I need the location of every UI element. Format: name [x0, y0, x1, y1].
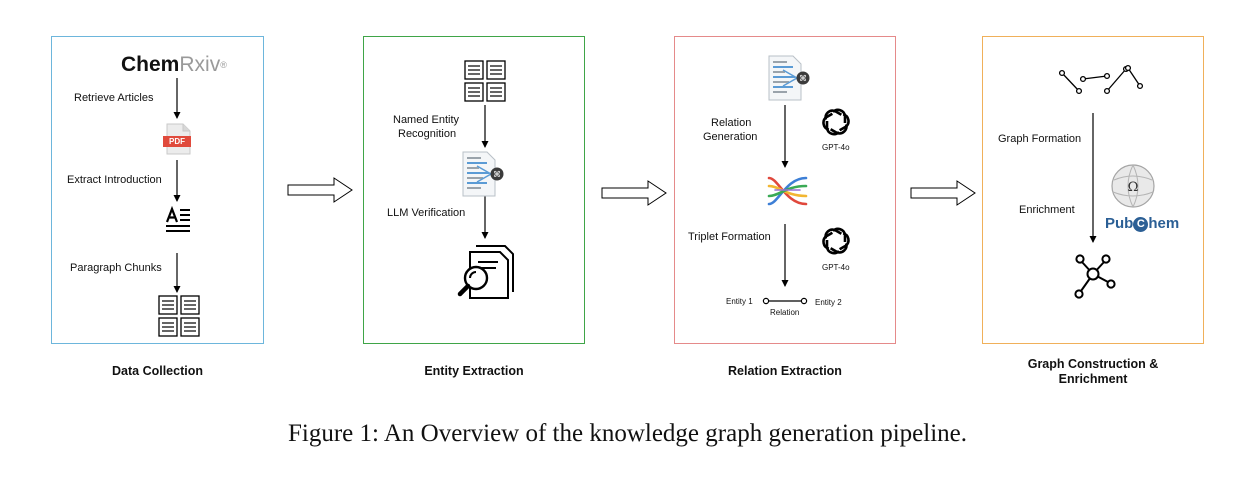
pubchem-logo-left: Pub — [1105, 215, 1134, 232]
document-grid-icon — [158, 295, 200, 337]
pdf-label: PDF — [169, 137, 185, 146]
model-label-gpt4o: GPT-4o — [822, 263, 850, 272]
relation-edge — [762, 297, 808, 305]
pubchem-logo-right: hem — [1148, 215, 1180, 232]
step-enrichment: Enrichment — [1019, 204, 1075, 216]
step-extract-introduction: Extract Introduction — [67, 174, 162, 186]
ai-document-icon — [768, 55, 811, 101]
network-graph-icon — [1074, 254, 1116, 299]
step-recognition: Recognition — [398, 128, 457, 140]
pdf-icon — [163, 123, 191, 155]
step-named-entity: Named Entity — [393, 114, 460, 126]
chemrxiv-logo-light: Rxiv — [179, 53, 221, 76]
openai-logo-icon — [819, 225, 853, 257]
dna-strand-icon — [767, 176, 808, 206]
step-generation: Generation — [703, 131, 758, 143]
model-label-gpt4o: GPT-4o — [822, 143, 850, 152]
panel-title-line-2: Enrichment — [1058, 372, 1128, 386]
panel-data-collection — [51, 36, 264, 344]
step-graph-formation: Graph Formation — [998, 133, 1082, 145]
graph-edges-icon — [1058, 64, 1144, 95]
step-triplet-formation: Triplet Formation — [688, 231, 771, 243]
step-llm-verification: LLM Verification — [387, 207, 466, 219]
document-search-icon — [457, 245, 514, 299]
panel-title-graph-construction: Graph Construction & Enrichment — [982, 357, 1204, 387]
ai-document-icon — [462, 151, 505, 197]
chemrxiv-logo: ChemRxiv® — [121, 52, 227, 78]
entity-1-label: Entity 1 — [726, 297, 753, 306]
step-retrieve-articles: Retrieve Articles — [74, 92, 154, 104]
relation-label: Relation — [770, 308, 800, 317]
chemrxiv-logo-mark: ® — [220, 60, 227, 70]
text-format-icon — [165, 205, 190, 232]
panel-title-relation-extraction: Relation Extraction — [728, 364, 842, 378]
panel-title-data-collection: Data Collection — [112, 364, 203, 378]
entity-2-label: Entity 2 — [815, 298, 842, 307]
document-grid-icon — [464, 60, 506, 102]
panel-title-entity-extraction: Entity Extraction — [424, 364, 524, 378]
step-paragraph-chunks: Paragraph Chunks — [70, 262, 162, 274]
wikipedia-globe-icon: Ω — [1111, 164, 1155, 208]
step-relation: Relation — [711, 117, 752, 129]
hollow-arrow-icon — [287, 177, 353, 203]
chemrxiv-logo-bold: Chem — [121, 53, 180, 76]
openai-logo-icon — [819, 106, 853, 138]
panel-title-line-1: Graph Construction & — [1027, 357, 1159, 371]
figure-caption: Figure 1: An Overview of the knowledge g… — [288, 420, 967, 447]
hollow-arrow-icon — [601, 180, 667, 206]
hollow-arrow-icon — [910, 180, 976, 206]
svg-text:Ω: Ω — [1128, 180, 1139, 195]
pubchem-logo-mid: C — [1133, 217, 1149, 232]
